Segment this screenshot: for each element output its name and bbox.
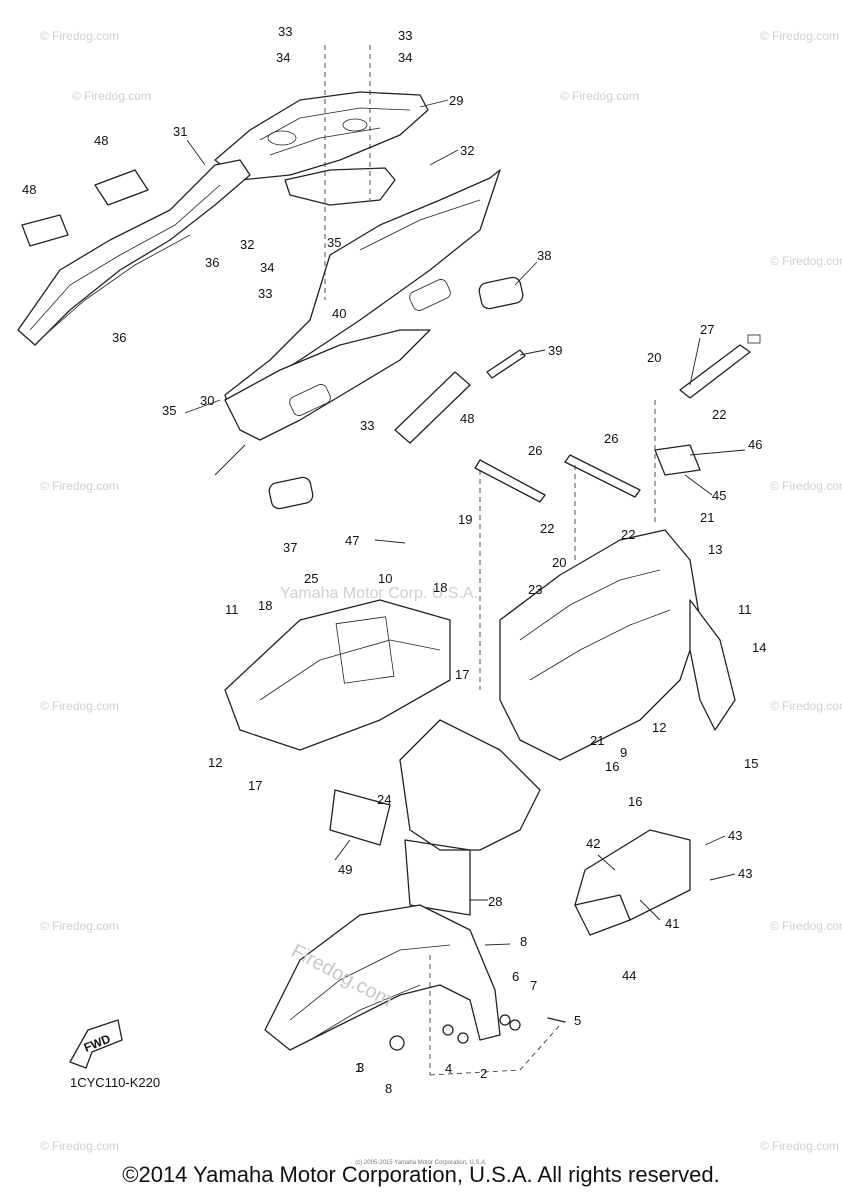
part-label: 48 [94, 133, 108, 148]
watermark: © Firedog.com [72, 89, 151, 103]
part-label: 32 [240, 237, 254, 252]
watermarks: © Firedog.com © Firedog.com © Firedog.co… [40, 29, 842, 1153]
part-label: 34 [398, 50, 412, 65]
part-label: 8 [385, 1081, 392, 1096]
part-label: 43 [728, 828, 742, 843]
watermark: © Firedog.com [40, 919, 119, 933]
part-label: 48 [460, 411, 474, 426]
part-label: 19 [458, 512, 472, 527]
part-label: 23 [528, 582, 542, 597]
part-label: 21 [700, 510, 714, 525]
part-label: 18 [258, 598, 272, 613]
part-label: 36 [205, 255, 219, 270]
part-label: 33 [278, 24, 292, 39]
watermark: © Firedog.com [770, 919, 842, 933]
part-label: 24 [377, 792, 391, 807]
part-label: 34 [276, 50, 290, 65]
part-label: 35 [327, 235, 341, 250]
part-label: 31 [173, 124, 187, 139]
part-label: 8 [520, 934, 527, 949]
part-label: 11 [738, 602, 752, 617]
part-label: 42 [586, 836, 600, 851]
part-label: 44 [622, 968, 636, 983]
part-label: 22 [621, 527, 635, 542]
part-label: 34 [260, 260, 274, 275]
part-label: 30 [200, 393, 214, 408]
part-label: 20 [552, 555, 566, 570]
part-label: 43 [738, 866, 752, 881]
part-label: 7 [530, 978, 537, 993]
watermark: © Firedog.com [40, 479, 119, 493]
part-label: 9 [620, 745, 627, 760]
part-label: 47 [345, 533, 359, 548]
watermark: © Firedog.com [760, 29, 839, 43]
part-label: 48 [22, 182, 36, 197]
part-label: 35 [162, 403, 176, 418]
part-label: 11 [225, 602, 239, 617]
watermark: © Firedog.com [770, 699, 842, 713]
part-label: 17 [248, 778, 262, 793]
watermark: © Firedog.com [770, 479, 842, 493]
part-label: 38 [537, 248, 551, 263]
part-label: 41 [665, 916, 679, 931]
part-label: 33 [360, 418, 374, 433]
part-labels: 1 2 3 4 5 6 7 8 8 9 10 11 11 12 12 13 14… [22, 24, 766, 1096]
part-label: 20 [647, 350, 661, 365]
part-label: 40 [332, 306, 346, 321]
part-label: 14 [752, 640, 766, 655]
watermark: © Firedog.com [40, 699, 119, 713]
watermark: © Firedog.com [760, 1139, 839, 1153]
part-label: 17 [455, 667, 469, 682]
part-label: 13 [708, 542, 722, 557]
part-label: 6 [512, 969, 519, 984]
part-label: 49 [338, 862, 352, 877]
part-label: 4 [445, 1061, 452, 1076]
part-label: 21 [590, 733, 604, 748]
part-label: 2 [480, 1066, 487, 1081]
part-label: 22 [540, 521, 554, 536]
part-label: 37 [283, 540, 297, 555]
part-label: 26 [604, 431, 618, 446]
copyright-text: ©2014 Yamaha Motor Corporation, U.S.A. A… [122, 1162, 720, 1187]
part-label: 10 [378, 571, 392, 586]
leader-lines [184, 99, 746, 946]
part-label: 12 [652, 720, 666, 735]
part-label: 16 [628, 794, 642, 809]
watermark: © Firedog.com [770, 254, 842, 268]
small-copyright-note: (c) 2005-2015 Yamaha Motor Corporation, … [355, 1160, 487, 1166]
part-label: 33 [398, 28, 412, 43]
part-label: 25 [304, 571, 318, 586]
part-label: 29 [449, 93, 463, 108]
part-label: 3 [357, 1060, 364, 1075]
watermark: © Firedog.com [40, 1139, 119, 1153]
part-label: 33 [258, 286, 272, 301]
part-label: 45 [712, 488, 726, 503]
watermark: © Firedog.com [560, 89, 639, 103]
part-label: 22 [712, 407, 726, 422]
part-label: 36 [112, 330, 126, 345]
part-label: 16 [605, 759, 619, 774]
part-label: 39 [548, 343, 562, 358]
part-label: 28 [488, 894, 502, 909]
part-label: 1 [355, 1060, 362, 1075]
part-label: 12 [208, 755, 222, 770]
watermark: © Firedog.com [40, 29, 119, 43]
drawing-code: 1CYC110-K220 [70, 1075, 160, 1090]
drawing-lines [17, 45, 761, 1076]
part-label: 27 [700, 322, 714, 337]
part-label: 46 [748, 437, 762, 452]
part-label: 32 [460, 143, 474, 158]
watermark-center: Yamaha Motor Corp. U.S.A. [280, 585, 478, 602]
part-label: 15 [744, 756, 758, 771]
part-label: 26 [528, 443, 542, 458]
part-label: 5 [574, 1013, 581, 1028]
part-label: 18 [433, 580, 447, 595]
